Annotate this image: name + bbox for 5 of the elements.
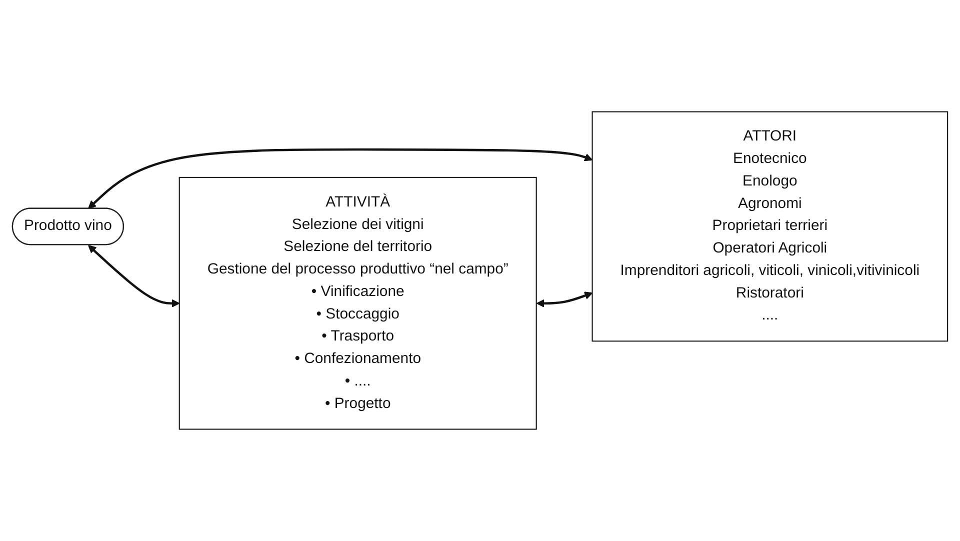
- arrow: [88, 244, 180, 308]
- node-box: ATTORI Enotecnico Enologo Agronomi Proprietari terrieri Operatori Agricoli Imprenditori agricoli, viticoli, vinicoli,vitivinicoli Ristoratori ....: [592, 111, 948, 342]
- node-box: ATTIVITÀ Selezione dei vitigni Selezione del territorio Gestione del processo produttivo “nel campo” • Vinificazione • Stoccaggio • Trasporto • Confezionamento • .... • Progetto: [178, 176, 537, 430]
- arrow: [536, 292, 593, 308]
- arrow: [88, 148, 593, 209]
